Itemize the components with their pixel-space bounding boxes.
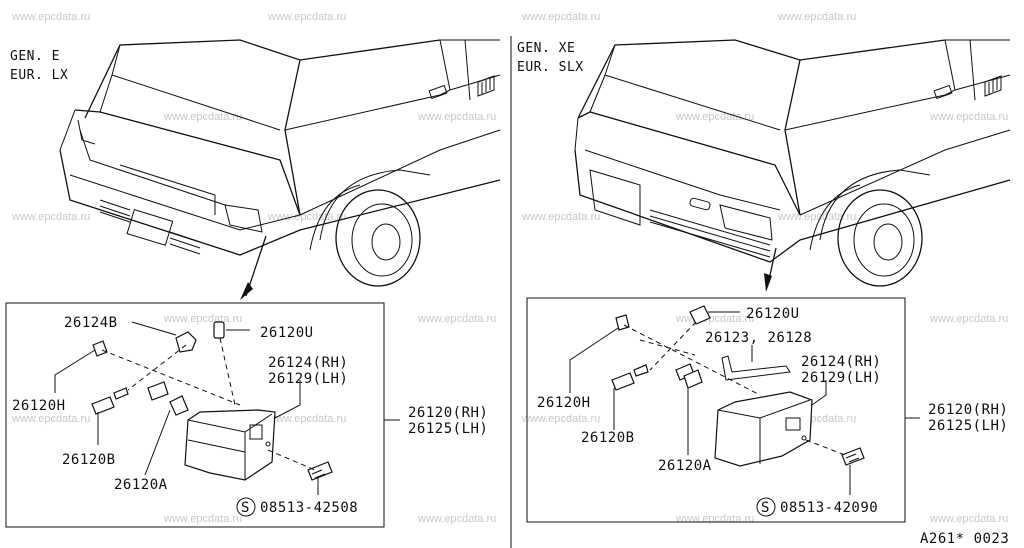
label-screw-08513-42508: 08513-42508: [260, 500, 358, 516]
screw-symbol-circle: [756, 497, 776, 517]
watermark: www.epcdata.ru: [267, 211, 346, 223]
label-26124-rh: 26124(RH): [268, 355, 348, 371]
right-panel: GEN. XE EUR. SLX: [517, 39, 1011, 523]
right-lamp-assembly: [569, 305, 920, 495]
left-lamp-assembly: [54, 321, 400, 495]
left-van-illustration: [59, 39, 501, 300]
watermark: www.epcdata.ru: [675, 313, 754, 325]
label-26120h: 26120H: [537, 395, 591, 411]
label-26120b: 26120B: [62, 452, 116, 468]
watermark: www.epcdata.ru: [163, 111, 242, 123]
label-26129-lh: 26129(LH): [801, 370, 881, 386]
right-variant-line2: EUR. SLX: [517, 60, 584, 75]
screw-symbol: S: [761, 500, 770, 516]
left-panel: GEN. E EUR. LX: [5, 39, 501, 528]
right-inset-frame: [526, 297, 906, 523]
left-inset-frame: [5, 302, 385, 528]
label-26120h: 26120H: [12, 398, 66, 414]
label-26125-lh: 26125(LH): [408, 421, 488, 437]
watermark: www.epcdata.ru: [929, 111, 1008, 123]
label-26120a: 26120A: [658, 458, 712, 474]
watermark: www.epcdata.ru: [675, 111, 754, 123]
watermark: www.epcdata.ru: [417, 313, 496, 325]
watermark: www.epcdata.ru: [521, 413, 600, 425]
watermark: www.epcdata.ru: [777, 11, 856, 23]
watermark: www.epcdata.ru: [417, 111, 496, 123]
watermark: www.epcdata.ru: [163, 513, 242, 525]
label-screw-08513-42090: 08513-42090: [780, 500, 878, 516]
label-26123-26128: 26123, 26128: [705, 330, 812, 346]
label-26124b: 26124B: [64, 315, 118, 331]
watermark: www.epcdata.ru: [929, 313, 1008, 325]
label-26129-lh: 26129(LH): [268, 371, 348, 387]
watermark: www.epcdata.ru: [11, 413, 90, 425]
screw-symbol-circle: [236, 497, 256, 517]
label-26124-rh: 26124(RH): [801, 354, 881, 370]
label-26125-lh: 26125(LH): [928, 418, 1008, 434]
label-26120-rh: 26120(RH): [408, 405, 488, 421]
watermark: www.epcdata.ru: [163, 313, 242, 325]
label-26120u: 26120U: [746, 306, 800, 322]
label-26120-rh: 26120(RH): [928, 402, 1008, 418]
screw-symbol: S: [241, 500, 250, 516]
right-van-illustration: [574, 39, 1011, 292]
watermark: www.epcdata.ru: [521, 211, 600, 223]
watermark: www.epcdata.ru: [675, 513, 754, 525]
left-variant-line1: GEN. E: [10, 49, 60, 64]
watermark: www.epcdata.ru: [929, 513, 1008, 525]
watermark: www.epcdata.ru: [267, 11, 346, 23]
watermark: www.epcdata.ru: [11, 11, 90, 23]
label-26120a: 26120A: [114, 477, 168, 493]
left-variant-line2: EUR. LX: [10, 68, 68, 83]
label-26120b: 26120B: [581, 430, 635, 446]
watermark: www.epcdata.ru: [267, 413, 346, 425]
watermark: www.epcdata.ru: [521, 11, 600, 23]
watermark: www.epcdata.ru: [417, 513, 496, 525]
right-variant-line1: GEN. XE: [517, 41, 575, 56]
label-26120u: 26120U: [260, 325, 314, 341]
watermark: www.epcdata.ru: [777, 211, 856, 223]
diagram-code: A261* 0023: [920, 531, 1009, 547]
watermark: www.epcdata.ru: [11, 211, 90, 223]
